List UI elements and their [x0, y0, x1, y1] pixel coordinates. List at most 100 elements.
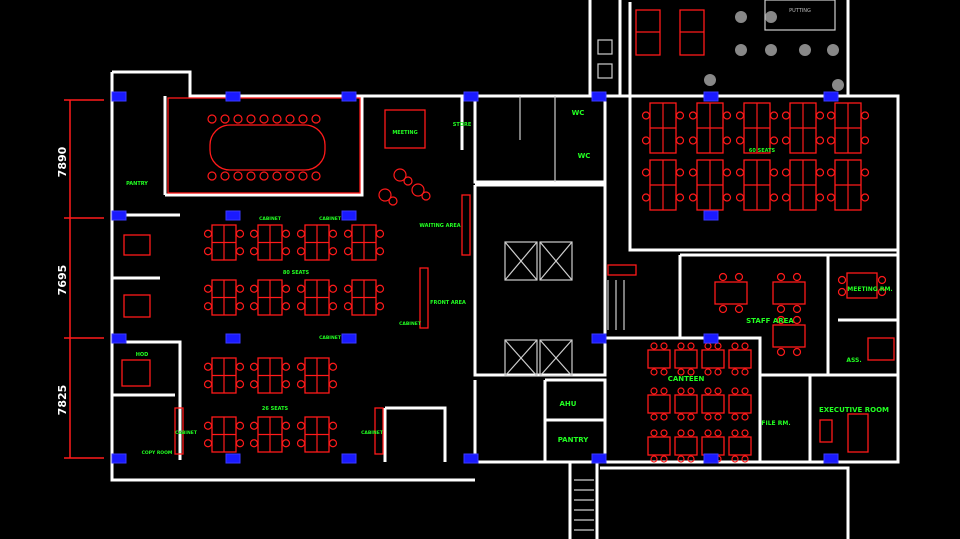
chair — [860, 136, 870, 145]
boardroom-chair — [233, 114, 243, 124]
chair — [650, 387, 658, 395]
chair — [281, 439, 291, 448]
boardroom-chair — [259, 114, 269, 124]
chair — [687, 455, 695, 463]
chair — [735, 136, 745, 145]
chair — [731, 429, 739, 437]
chair — [296, 439, 306, 448]
chair — [769, 193, 779, 202]
chair — [235, 439, 245, 448]
chair — [735, 193, 745, 202]
label-copy-room: COPY ROOM — [142, 450, 173, 456]
chair — [650, 429, 658, 437]
chair — [296, 247, 306, 256]
structural-columns — [111, 91, 839, 464]
column — [341, 453, 357, 464]
executive-chair — [819, 419, 833, 443]
chair — [722, 136, 732, 145]
chair — [776, 272, 786, 282]
chair — [675, 111, 685, 120]
chair — [714, 387, 722, 395]
chair — [731, 455, 739, 463]
chair — [741, 455, 749, 463]
chair — [296, 284, 306, 293]
column — [225, 91, 241, 102]
label-wc-2: WC — [578, 152, 591, 160]
chair — [688, 111, 698, 120]
chair — [722, 111, 732, 120]
dimension-label-3: 7825 — [56, 385, 69, 416]
chair — [687, 342, 695, 350]
chair — [660, 455, 668, 463]
chair — [837, 287, 847, 297]
boardroom-chair — [272, 171, 282, 181]
chair — [660, 429, 668, 437]
chair — [375, 302, 385, 311]
label-cabinet-2: CABINET — [319, 216, 342, 222]
chair — [722, 168, 732, 177]
chair — [731, 387, 739, 395]
chair — [688, 136, 698, 145]
boardroom-chair — [246, 114, 256, 124]
column — [703, 91, 719, 102]
column — [823, 91, 839, 102]
label-hod: HOD — [136, 352, 149, 358]
chair — [860, 168, 870, 177]
label-meeting-top: MEETING — [392, 130, 417, 136]
dimension-label-1: 7890 — [56, 146, 69, 177]
label-canteen: CANTEEN — [668, 375, 705, 383]
chair — [281, 284, 291, 293]
chair — [660, 342, 668, 350]
chair — [776, 347, 786, 357]
canteen-table — [674, 394, 698, 414]
boardroom-chair — [259, 171, 269, 181]
chair — [421, 191, 431, 201]
chair — [328, 421, 338, 430]
chair — [249, 302, 259, 311]
column — [225, 453, 241, 464]
column — [225, 333, 241, 344]
boardroom-chair — [220, 171, 230, 181]
chair — [328, 247, 338, 256]
chair — [677, 342, 685, 350]
chair — [388, 196, 398, 206]
label-store-top: STORE — [453, 122, 472, 128]
column — [823, 453, 839, 464]
canteen-table — [728, 436, 752, 456]
label-executive-room: EXECUTIVE ROOM — [819, 406, 889, 414]
chair — [203, 247, 213, 256]
chair — [249, 229, 259, 238]
meeting-table — [846, 272, 878, 299]
label-26-seats: 26 SEATS — [262, 406, 289, 412]
chair — [687, 368, 695, 376]
boardroom-chair — [285, 114, 295, 124]
column — [591, 333, 607, 344]
chair — [860, 111, 870, 120]
chair — [731, 368, 739, 376]
chair — [677, 429, 685, 437]
chair — [734, 272, 744, 282]
chair — [328, 362, 338, 371]
chair — [203, 284, 213, 293]
chair — [281, 380, 291, 389]
office-desk — [123, 294, 151, 318]
chair — [343, 284, 353, 293]
chair — [235, 229, 245, 238]
chair — [704, 368, 712, 376]
chair — [675, 168, 685, 177]
meeting-table-top — [384, 109, 426, 149]
chair — [403, 176, 413, 186]
chair — [741, 342, 749, 350]
chair — [735, 111, 745, 120]
chair — [296, 380, 306, 389]
column — [111, 210, 127, 221]
chair — [660, 368, 668, 376]
canteen-table — [647, 436, 671, 456]
label-pantry-mid: PANTRY — [558, 436, 590, 444]
chair — [296, 229, 306, 238]
chair — [714, 368, 722, 376]
chair — [677, 455, 685, 463]
column — [341, 210, 357, 221]
canteen-table — [728, 394, 752, 414]
office-desk — [123, 234, 151, 256]
